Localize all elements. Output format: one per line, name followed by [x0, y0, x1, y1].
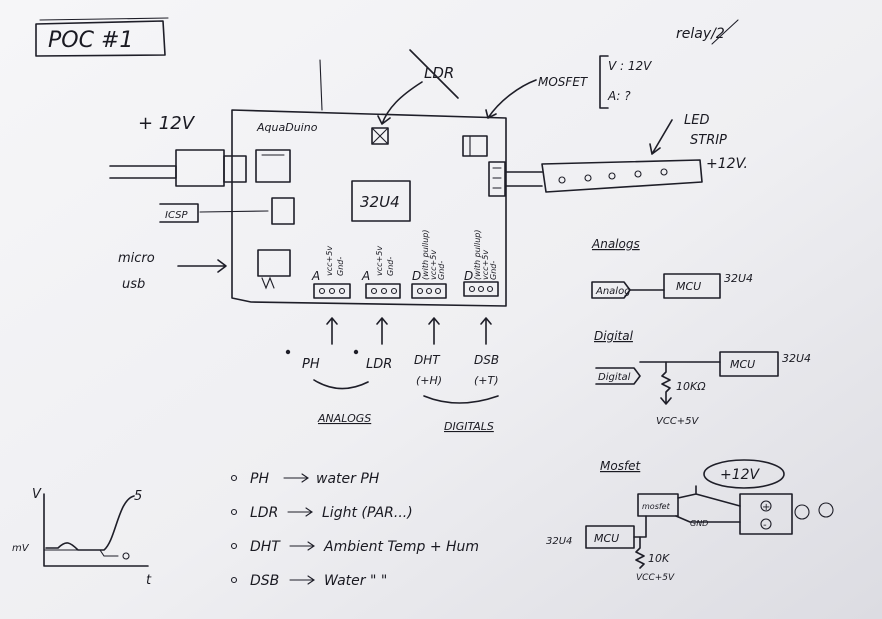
led-strip-arrow [649, 119, 673, 155]
digital-vcc-label: VCC+5V [656, 416, 700, 427]
analog-chip-label: 32U4 [724, 272, 753, 285]
board: AquaDuino 32U4 + 12V ICSP micro usb LDR [109, 49, 537, 307]
digital-input-label: Digital [598, 372, 631, 383]
icsp-label: ICSP [165, 210, 188, 221]
note-value: Water " " [324, 573, 387, 589]
voltage-graph [43, 493, 149, 567]
sensor-dht-sub: (+H) [416, 374, 442, 387]
h4-pin-vcc: vcc+5v [481, 250, 490, 280]
led-strip-label-1: LED [684, 113, 709, 128]
analog-input-label: Analog [595, 286, 631, 297]
digital-resistor-label: 10KΩ [676, 380, 706, 393]
header-h4: D (with pullup) vcc+5v Gnd- [463, 230, 499, 297]
mosfet-resistor-label: 10K [648, 552, 670, 565]
micro-usb-label-2: usb [122, 277, 145, 292]
digital-circuit [595, 351, 779, 405]
digital-brace [423, 395, 499, 404]
sensor-arrows [326, 317, 492, 345]
h3-pin-gnd: Gnd- [437, 261, 446, 280]
chip-label: 32U4 [360, 193, 400, 211]
mosfet-bracket [599, 55, 609, 109]
h2-pin-type: A [361, 269, 370, 283]
note-value: Ambient Temp + Hum [323, 539, 479, 555]
graph-level-high: 5 [134, 489, 142, 504]
notes-list: PH water PH LDR Light (PAR...) DHT Ambie… [230, 471, 479, 589]
note-key: DSB [250, 573, 279, 589]
note-value: Light (PAR...) [322, 505, 413, 521]
mosfet-voltage: V : 12V [608, 59, 652, 73]
note-value: water PH [316, 471, 380, 487]
h1-pin-gnd: Gnd- [336, 257, 345, 276]
page-title: POC #1 [48, 28, 133, 53]
graph-y-label: V [32, 487, 42, 502]
analogs-label: ANALOGS [317, 412, 371, 425]
led-strip [505, 159, 703, 193]
power-12v-label: + 12V [138, 113, 196, 134]
sensor-ph: PH [302, 357, 320, 372]
power-jack [109, 149, 291, 187]
mosfet-label: MOSFET [538, 75, 589, 89]
mosfet-arrow [485, 79, 537, 119]
sensor-dsb-sub: (+T) [474, 374, 499, 387]
digital-mcu-label: MCU [730, 358, 755, 371]
graph-x-label: t [146, 573, 152, 588]
terminal-plus: + [762, 502, 770, 513]
note-key: DHT [250, 539, 281, 555]
sensor-dht: DHT [414, 353, 441, 367]
ldr-strike [409, 49, 459, 99]
h4-pin-type: D [464, 269, 473, 283]
h4-pin-gnd: Gnd- [489, 261, 498, 280]
terminal-minus: - [763, 520, 767, 531]
usb-arrow [177, 259, 227, 273]
h1-pin-type: A [311, 269, 320, 283]
mosfet-circuit [585, 459, 834, 569]
note-key: LDR [250, 505, 278, 521]
title-box: POC #1 [35, 17, 169, 57]
corner-strike [711, 19, 739, 45]
led-12v-label: +12V. [706, 156, 748, 172]
micro-usb-label-1: micro [118, 251, 155, 266]
board-name: AquaDuino [256, 121, 318, 134]
ldr-crossed-label: LDR [424, 64, 454, 82]
mosfet-gnd-label: GND [690, 519, 708, 528]
h4-pin-pullup: (with pullup) [473, 230, 482, 281]
mosfet-mcu-label: MCU [594, 532, 619, 545]
analog-circuit-title: Analogs [591, 237, 640, 251]
note-key: PH [250, 471, 269, 487]
header-h2: A vcc+5v Gnd- [361, 246, 401, 299]
header-h1: A vcc+5v Gnd- [311, 246, 351, 299]
header-h3: D (with pullup) vcc+5v Gnd- [411, 230, 447, 299]
corner-note: relay/2 [676, 26, 725, 42]
h3-pin-vcc: vcc+5v [429, 250, 438, 280]
ldr-arrow [377, 81, 423, 125]
h2-pin-vcc: vcc+5v [375, 246, 384, 276]
digital-circuit-title: Digital [594, 329, 634, 343]
graph-level-low: mV [12, 543, 30, 554]
digital-chip-label: 32U4 [782, 352, 811, 365]
analog-mcu-label: MCU [676, 280, 701, 293]
mosfet-supply-label: +12V [720, 467, 761, 483]
h3-pin-type: D [412, 269, 421, 283]
mosfet-circuit-title: Mosfet [600, 459, 642, 473]
analog-brace [313, 379, 369, 390]
led-strip-label-2: STRIP [690, 133, 727, 148]
h2-pin-gnd: Gnd- [386, 257, 395, 276]
mosfet-vcc-label: VCC+5V [636, 573, 675, 583]
sensor-dsb: DSB [474, 353, 499, 367]
mosfet-current: A: ? [607, 89, 631, 103]
analog-circuit [591, 273, 721, 299]
mosfet-chip-label: 32U4 [546, 536, 572, 547]
mosfet-part-label: mosfet [642, 502, 671, 511]
h3-pin-pullup: (with pullup) [421, 230, 430, 281]
digitals-label: DIGITALS [444, 420, 494, 433]
h1-pin-vcc: vcc+5v [325, 246, 334, 276]
sensor-ldr: LDR [366, 357, 392, 372]
